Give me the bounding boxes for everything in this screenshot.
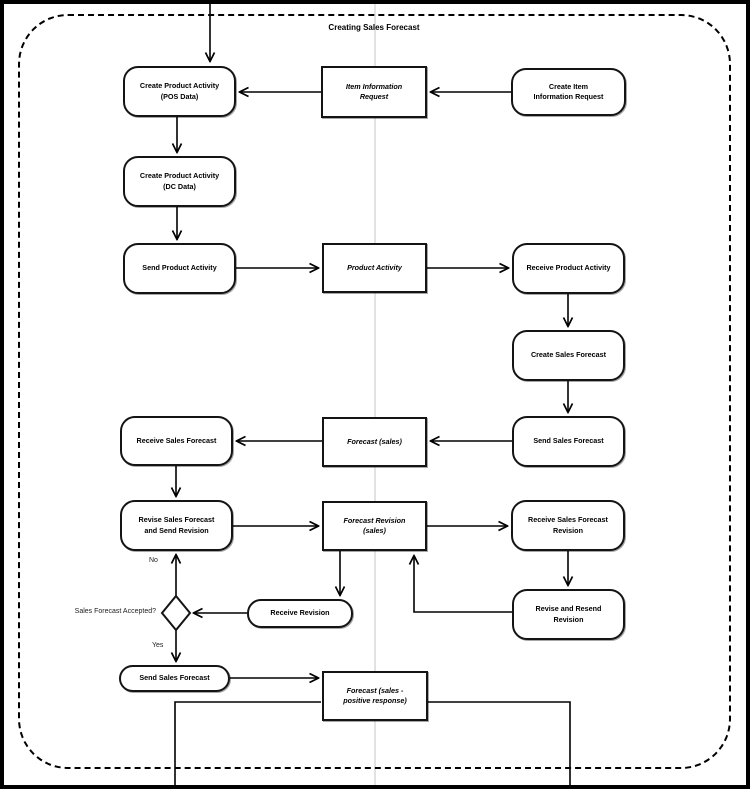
- decision-diamond: [160, 594, 192, 632]
- node-send-product-activity: Send Product Activity: [123, 243, 236, 294]
- node-forecast-revision-sales: Forecast Revision (sales): [322, 501, 427, 551]
- node-create-product-activity-pos: Create Product Activity (POS Data): [123, 66, 236, 117]
- diagram-title: Creating Sales Forecast: [328, 23, 420, 32]
- node-receive-product-activity: Receive Product Activity: [512, 243, 625, 294]
- decision-question-label: Sales Forecast Accepted?: [74, 608, 156, 615]
- edge-reviseresend-to-frevision: [414, 556, 512, 613]
- node-receive-sales-forecast-revision: Receive Sales Forecast Revision: [511, 500, 625, 551]
- edge-fpositive-exit-right: [428, 701, 571, 785]
- node-send-sales-forecast: Send Sales Forecast: [512, 416, 625, 467]
- node-revise-and-resend-revision: Revise and Resend Revision: [512, 589, 625, 640]
- node-create-product-activity-dc: Create Product Activity (DC Data): [123, 156, 236, 207]
- node-product-activity: Product Activity: [322, 243, 427, 293]
- node-forecast-sales: Forecast (sales): [322, 417, 427, 467]
- edge-fpositive-exit-left: [174, 701, 321, 785]
- node-revise-sales-forecast-and-send-revision: Revise Sales Forecast and Send Revision: [120, 500, 233, 551]
- node-item-information-request: Item Information Request: [321, 66, 427, 118]
- process-boundary-dashed: [18, 14, 731, 769]
- node-forecast-sales-positive-response: Forecast (sales - positive response): [322, 671, 428, 721]
- node-receive-sales-forecast: Receive Sales Forecast: [120, 416, 233, 466]
- node-create-item-information-request: Create Item Information Request: [511, 68, 626, 116]
- decision-yes-label: Yes: [152, 642, 164, 649]
- node-send-sales-forecast-final: Send Sales Forecast: [119, 665, 230, 692]
- node-create-sales-forecast: Create Sales Forecast: [512, 330, 625, 381]
- node-receive-revision: Receive Revision: [247, 599, 353, 628]
- decision-no-label: No: [149, 557, 158, 564]
- center-divider-line: [374, 4, 376, 785]
